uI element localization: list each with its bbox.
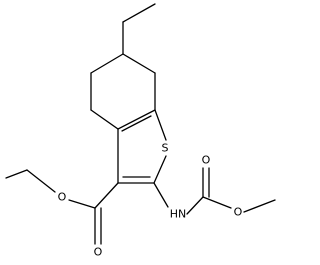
cyclohexene-ring	[90, 53, 156, 130]
atom-label-ester-carbonyl-oxygen: O	[94, 246, 103, 259]
thiophene-ring	[117, 109, 167, 184]
bond-carbonyl-c-ether-o	[68, 199, 96, 209]
ethyl-substituent	[122, 3, 156, 55]
bond-ether-o-methyl	[243, 199, 276, 213]
bond-ethyl-ch3	[122, 3, 156, 23]
atom-label-ester-ether-oxygen: O	[58, 191, 67, 204]
atom-label-carbamate-ether-oxygen: O	[234, 206, 243, 219]
atom-label-sulfur: S	[162, 142, 169, 155]
molecule-structure: S HN O O O O	[5, 3, 276, 259]
bond-c2-nh	[153, 182, 169, 208]
bond-ch2-ch3	[5, 169, 28, 179]
bond-nh-carbonyl-c	[186, 196, 204, 215]
atom-label-amine: HN	[170, 208, 187, 221]
bond-s-c2	[153, 155, 167, 184]
bond-c7a-c3a	[117, 109, 156, 130]
bond-ring-c6-c7	[122, 53, 156, 74]
carbamate-group	[153, 167, 276, 215]
atom-label-carbamate-carbonyl-oxygen: O	[202, 154, 211, 167]
ester-group	[5, 169, 119, 245]
bond-c7a-c3a-double	[121, 115, 152, 132]
bond-ring-c4-c3a	[90, 109, 119, 130]
bond-c7a-s	[154, 109, 167, 141]
bond-carbonyl-c-ether-o	[202, 196, 232, 209]
bond-c3-carbonyl-c	[94, 182, 119, 209]
bond-ether-o-ch2	[26, 169, 56, 193]
bond-ring-c6-c5	[90, 53, 124, 74]
